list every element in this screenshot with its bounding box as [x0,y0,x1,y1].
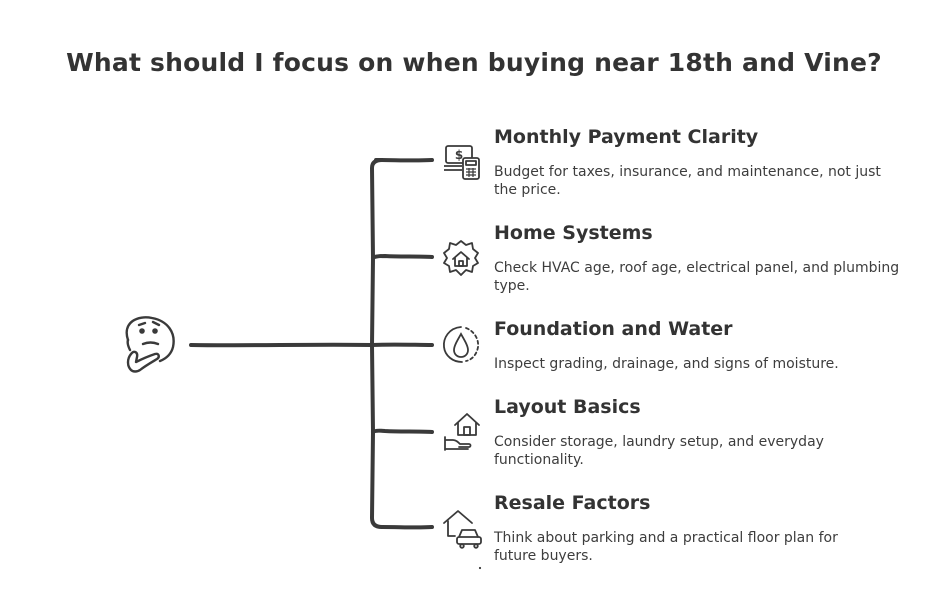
item-title-layout-basics: Layout Basics [494,396,641,418]
item-title-home-systems: Home Systems [494,222,653,244]
branch-line-2 [371,254,434,260]
house-car-icon [443,510,482,549]
item-title-monthly-payment: Monthly Payment Clarity [494,126,759,148]
item-desc-monthly-payment: Budget for taxes, insurance, and mainten… [494,164,881,198]
item-desc-home-systems: Check HVAC age, roof age, electrical pan… [494,260,900,294]
house-hand-icon [444,413,480,451]
house-gear-icon [443,240,479,276]
item-title-resale-factors: Resale Factors [494,492,651,514]
item-title-foundation-water: Foundation and Water [494,318,733,340]
water-drop-icon [443,326,479,363]
item-desc-resale-factors: Think about parking and a practical floo… [494,530,838,564]
item-desc-foundation-water: Inspect grading, drainage, and signs of … [494,356,839,372]
connector-lines [189,158,434,530]
svg-text:$: $ [455,148,463,162]
thinking-face-icon [125,316,175,373]
item-desc-layout-basics: Consider storage, laundry setup, and eve… [494,434,824,468]
trunk-line [189,342,374,348]
page-title: What should I focus on when buying near … [66,48,882,77]
money-calculator-icon: $ [444,145,480,180]
branch-line-4 [371,428,434,434]
stray-dot [478,566,482,570]
